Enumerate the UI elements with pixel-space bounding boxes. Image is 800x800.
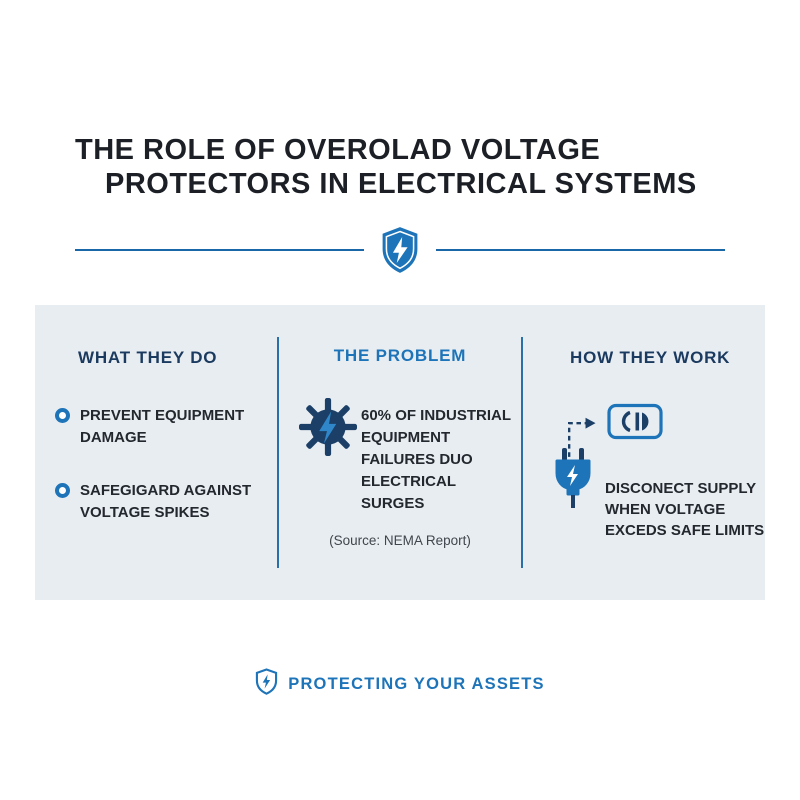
column-heading-what-they-do: WHAT THEY DO — [78, 348, 218, 367]
bullet-line: VOLTAGE SPIKES — [80, 504, 210, 521]
divider-rule-left — [75, 249, 364, 251]
list-item: PREVENT EQUIPMENT DAMAGE — [55, 405, 244, 449]
connector-icon — [607, 403, 663, 445]
dashed-arrow-icon — [561, 409, 601, 466]
column-heading-how-they-work: HOW THEY WORK — [570, 348, 731, 367]
stat-text: 60% OF INDUSTRIAL EQUIPMENT FAILURES DUO… — [361, 405, 521, 515]
gear-bolt-icon — [299, 398, 357, 461]
bullet-text: SAFEGIGARD AGAINST VOLTAGE SPIKES — [80, 480, 251, 524]
stat-line: EQUIPMENT — [361, 429, 451, 446]
ring-bullet-icon — [55, 408, 70, 423]
column-what-they-do: WHAT THEY DO PREVENT EQUIPMENT DAMAGE SA… — [35, 305, 277, 600]
column-divider — [277, 337, 279, 568]
column-the-problem: THE PROBLEM — [279, 305, 521, 600]
ring-bullet-icon — [55, 483, 70, 498]
footer: PROTECTING YOUR ASSETS — [0, 668, 800, 700]
bullet-line: PREVENT EQUIPMENT — [80, 407, 245, 424]
work-line: EXCEDS SAFE LIMITS — [605, 522, 765, 539]
column-how-they-work: HOW THEY WORK — [523, 305, 765, 600]
work-line: DISCONECT SUPPLY — [605, 480, 757, 497]
page-title: THE ROLE OF OVEROLAD VOLTAGE PROTECTORS … — [75, 133, 697, 201]
plug-bolt-icon — [551, 447, 595, 516]
divider-rule-right — [436, 249, 725, 251]
stat-line: 60% OF INDUSTRIAL — [361, 407, 512, 424]
stat-line: FAILURES DUO — [361, 451, 473, 468]
column-divider — [521, 337, 523, 568]
content-panel: WHAT THEY DO PREVENT EQUIPMENT DAMAGE SA… — [35, 305, 765, 600]
bullet-text: PREVENT EQUIPMENT DAMAGE — [80, 405, 244, 449]
list-item: SAFEGIGARD AGAINST VOLTAGE SPIKES — [55, 480, 251, 524]
shield-bolt-icon — [378, 225, 422, 275]
page-title-line1: THE ROLE OF OVEROLAD VOLTAGE — [75, 134, 601, 166]
work-line: WHEN VOLTAGE — [605, 501, 726, 518]
work-text: DISCONECT SUPPLY WHEN VOLTAGE EXCEDS SAF… — [605, 478, 764, 541]
bullet-line: SAFEGIGARD AGAINST — [80, 482, 252, 499]
column-heading-the-problem: THE PROBLEM — [333, 346, 467, 365]
page-title-line2: PROTECTORS IN ELECTRICAL SYSTEMS — [105, 168, 697, 200]
shield-outline-bolt-icon — [255, 668, 278, 700]
title-divider — [75, 224, 725, 276]
bullet-line: DAMAGE — [80, 429, 147, 446]
footer-label: PROTECTING YOUR ASSETS — [288, 674, 545, 693]
stat-line: ELECTRICAL SURGES — [361, 473, 456, 512]
source-note: (Source: NEMA Report) — [329, 533, 471, 548]
